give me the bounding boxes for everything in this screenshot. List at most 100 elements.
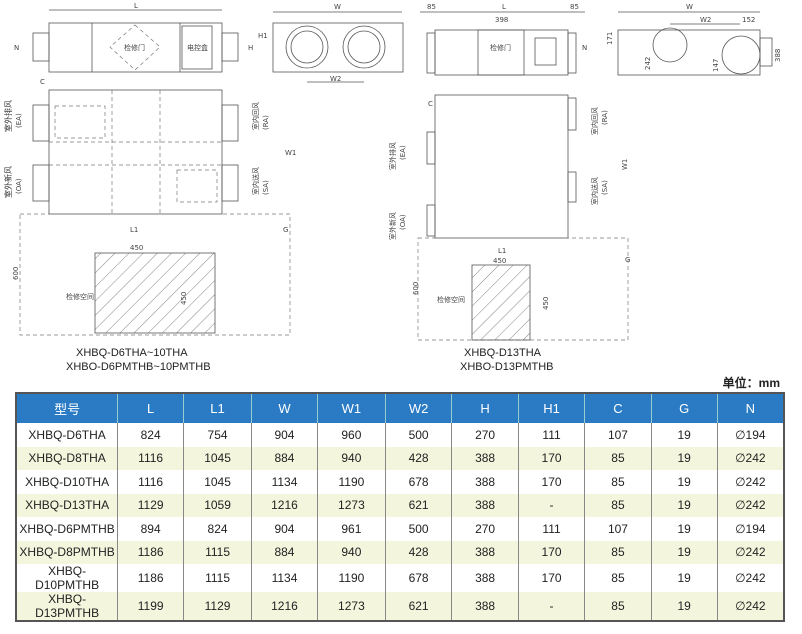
dim-85-right: 85 (570, 3, 579, 11)
table-cell: 678 (385, 470, 453, 494)
dim-N: N (582, 44, 587, 52)
table-cell: 940 (317, 540, 386, 564)
dim-171: 171 (606, 32, 614, 45)
table-cell: 1059 (183, 493, 252, 517)
dim-W2: W2 (700, 16, 711, 24)
label-oa: 室外新风 (388, 212, 397, 240)
table-cell: 111 (518, 423, 586, 447)
label-ebox: 电控盒 (187, 43, 208, 52)
table-cell: - (518, 493, 586, 517)
column-header: W (251, 393, 318, 423)
table-cell: 388 (451, 493, 519, 517)
table-cell: XHBQ-D10PMTHB (16, 564, 119, 592)
right-side-view: W W2 152 171 242 147 388 (606, 3, 782, 76)
table-cell: ∅194 (717, 517, 785, 541)
table-cell: 85 (584, 564, 652, 592)
caption-left-2: XHBQ-D6PMTHB~10PMTHB (66, 361, 211, 370)
dim-L1: L1 (498, 247, 506, 255)
table-cell: 1273 (317, 592, 386, 621)
dim-W1: W1 (285, 149, 296, 157)
label-ea-code: (EA) (399, 145, 407, 160)
column-header: 型号 (16, 393, 119, 423)
dim-600: 600 (412, 282, 420, 295)
table-cell: 85 (584, 470, 652, 494)
table-cell: 1045 (183, 470, 252, 494)
table-cell: ∅194 (717, 423, 785, 447)
table-cell: ∅242 (717, 470, 785, 494)
dim-450-h: 450 (130, 244, 143, 252)
table-cell: 388 (451, 564, 519, 592)
table-cell: 270 (451, 423, 519, 447)
table-cell: 107 (584, 423, 652, 447)
table-cell: 107 (584, 517, 652, 541)
table-cell: 428 (385, 446, 453, 470)
dim-600: 600 (12, 267, 20, 280)
dim-450-v: 450 (180, 292, 188, 305)
dim-L: L (502, 3, 506, 11)
table-cell: 19 (651, 470, 718, 494)
table-cell: 961 (317, 517, 386, 541)
dim-C: C (428, 100, 433, 108)
label-service: 检修空间 (66, 292, 94, 301)
table-cell: XHBQ-D10THA (16, 470, 119, 494)
dim-L1: L1 (130, 226, 138, 234)
dim-H: H (248, 44, 253, 52)
table-cell: XHBQ-D8THA (16, 446, 119, 470)
table-cell: 19 (651, 564, 718, 592)
label-ea: 室外排风 (3, 100, 13, 132)
dim-H1: H1 (258, 32, 268, 40)
table-cell: XHBQ-D6THA (16, 423, 119, 447)
table-cell: 1216 (251, 592, 318, 621)
dim-N: N (14, 44, 19, 52)
table-cell: 388 (451, 446, 519, 470)
table-cell: 824 (183, 517, 252, 541)
table-cell: 904 (251, 423, 318, 447)
table-cell: 500 (385, 423, 453, 447)
table-cell: 1190 (317, 470, 386, 494)
label-sa: 室内送风 (590, 177, 599, 205)
table-cell: 170 (518, 564, 586, 592)
dim-W2: W2 (330, 75, 341, 83)
table-cell: 85 (584, 493, 652, 517)
column-header: N (717, 393, 785, 423)
column-header: C (584, 393, 652, 423)
table-cell: 1273 (317, 493, 386, 517)
table-cell: 1186 (117, 564, 185, 592)
dim-C: C (40, 78, 45, 86)
dim-242: 242 (644, 57, 652, 70)
dim-W: W (686, 3, 693, 11)
table-cell: 678 (385, 564, 453, 592)
table-cell: 19 (651, 446, 718, 470)
table-cell: 1116 (117, 470, 185, 494)
label-ea: 室外排风 (388, 142, 397, 170)
label-ea-code: (EA) (15, 113, 23, 128)
dimension-drawings: L 检修门 电控盒 N W W2 H H1 C W1 L1 G 室外排风 (EA… (3, 2, 782, 370)
table-cell: 1216 (251, 493, 318, 517)
table-cell: ∅242 (717, 446, 785, 470)
table-cell: 170 (518, 540, 586, 564)
unit-label: 单位：mm (722, 376, 780, 390)
table-cell: 1129 (183, 592, 252, 621)
table-cell: XHBQ-D13PMTHB (16, 592, 119, 621)
table-cell: - (518, 592, 586, 621)
table-cell: 19 (651, 423, 718, 447)
column-header: H1 (518, 393, 586, 423)
dim-147: 147 (712, 59, 720, 72)
table-cell: 1045 (183, 446, 252, 470)
dim-W1: W1 (621, 159, 629, 170)
table-cell: ∅242 (717, 493, 785, 517)
column-header: L (117, 393, 185, 423)
table-cell: 754 (183, 423, 252, 447)
table-cell: 824 (117, 423, 185, 447)
table-cell: 960 (317, 423, 386, 447)
column-header: W2 (385, 393, 453, 423)
label-sa-code: (SA) (262, 180, 270, 195)
table-cell: 388 (451, 540, 519, 564)
dim-398: 398 (495, 16, 508, 24)
